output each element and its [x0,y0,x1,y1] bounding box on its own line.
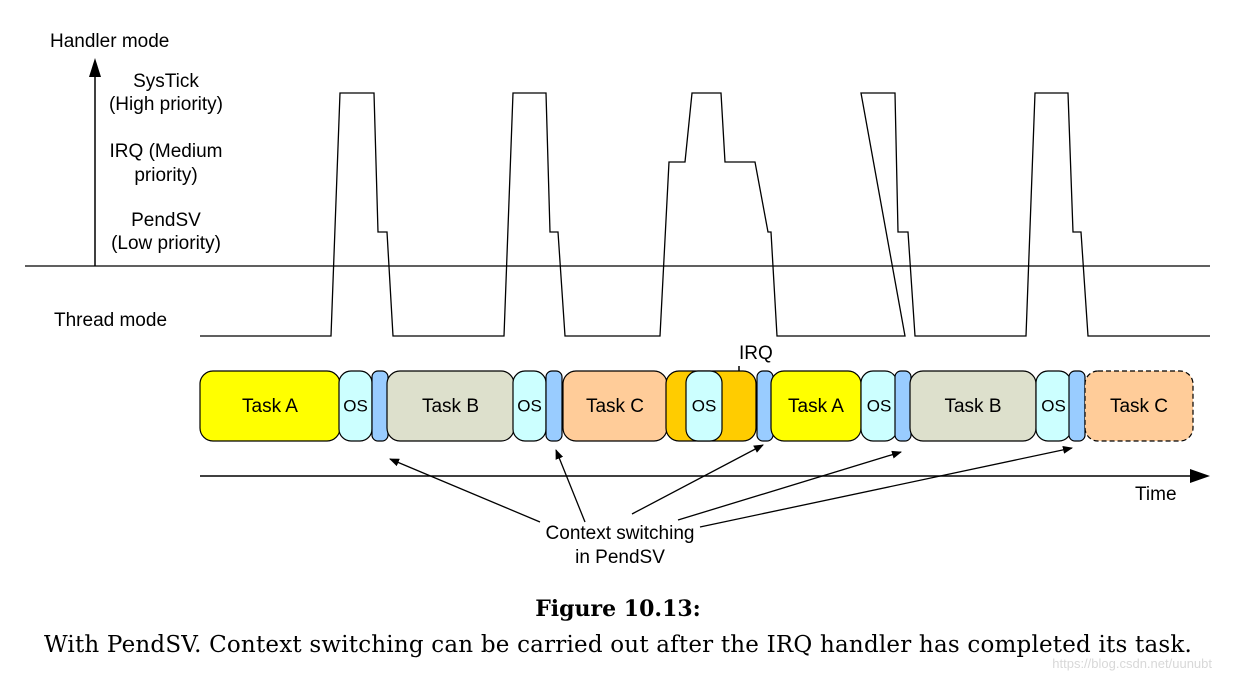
os-block-label: OS [343,396,368,415]
irq-priority-label: priority) [134,165,197,186]
task-block [1084,370,1194,442]
handler-axis-arrowhead [89,58,101,77]
figure-caption: With PendSV. Context switching can be ca… [43,632,1193,658]
figure-title: Figure 10.13: [535,596,701,622]
os-block [685,370,723,442]
context-arrow-3 [631,444,764,515]
task-block-label: Task C [1110,396,1168,417]
os-block-label: OS [517,396,542,415]
context-arrow-2 [555,449,586,523]
context-switch-block [371,370,389,442]
irq-label: IRQ (Medium [110,141,223,162]
task-block-label: Task C [586,396,644,417]
task-block-label: Task A [242,396,298,417]
systick-priority-label: (High priority) [109,94,223,115]
task-block-label: Task B [944,396,1001,417]
time-axis-arrowhead [1190,469,1210,483]
watermark: https://blog.csdn.net/uunubt [1052,656,1212,671]
os-block-label: OS [1041,396,1066,415]
os-block-label: OS [692,396,717,415]
context-switching-label: Context switching [546,523,695,544]
os-block-label: OS [867,396,892,415]
priority-waveform [200,92,1210,337]
execution-timeline: Task A OS Task B OS Task C OS Task A OS Task B OS… [199,370,1194,442]
task-block-label: Task A [788,396,844,417]
thread-mode-label: Thread mode [54,310,167,331]
systick-label: SysTick [133,71,199,92]
pendsv-label: PendSV [131,210,201,231]
context-switching-label-2: in PendSV [575,547,665,568]
context-switch-block [1068,370,1086,442]
time-label: Time [1135,484,1177,505]
context-arrow-5 [699,445,1073,528]
context-switch-block [894,370,912,442]
task-block-label: Task B [422,396,479,417]
context-switch-block [545,370,563,442]
pendsv-priority-label: (Low priority) [111,233,221,254]
irq-marker-label: IRQ [739,343,773,364]
handler-mode-label: Handler mode [50,31,169,52]
context-arrow-4 [677,450,902,521]
context-arrow-1 [389,458,541,523]
